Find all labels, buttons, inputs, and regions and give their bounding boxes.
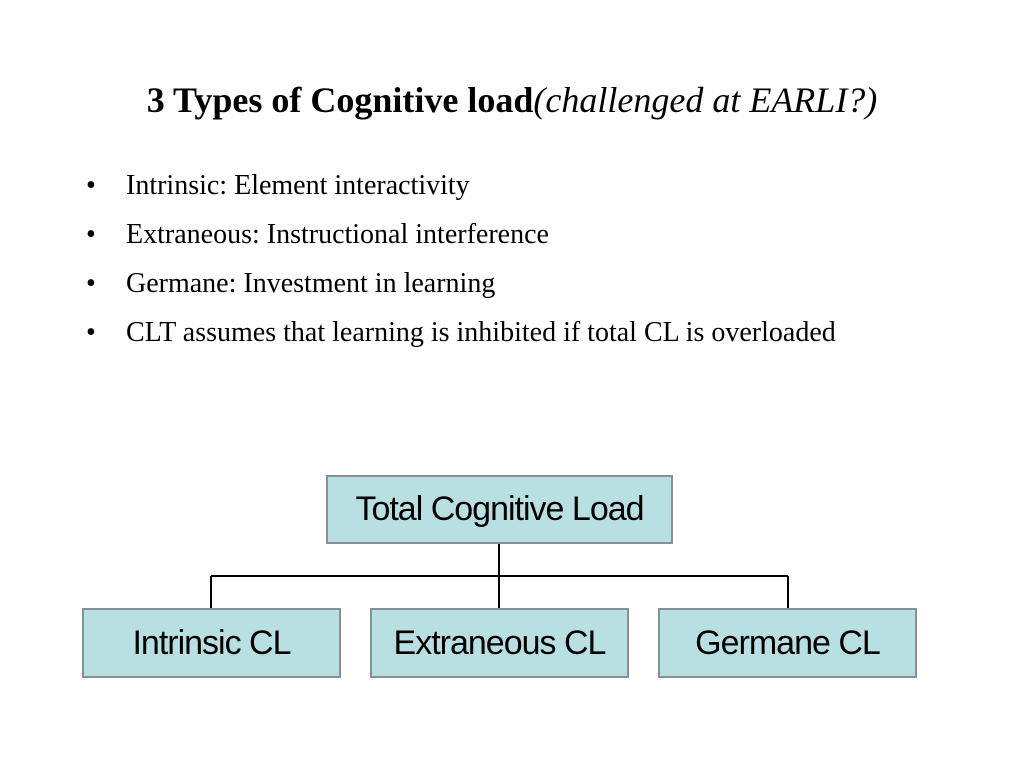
title-italic: (challenged at EARLI?) xyxy=(533,80,878,120)
node-label: Total Cognitive Load xyxy=(355,490,644,528)
title-main: 3 Types of Cognitive load xyxy=(146,80,534,120)
bullet-item: Extraneous: Instructional interference xyxy=(86,215,886,255)
node-label: Extraneous CL xyxy=(393,623,607,662)
bullet-item: Germane: Investment in learning xyxy=(86,264,886,304)
node-germane-cl: Germane CL xyxy=(658,608,917,678)
bullet-item: Intrinsic: Element interactivity xyxy=(86,166,886,206)
node-extraneous-cl: Extraneous CL xyxy=(370,608,629,678)
bullet-list: Intrinsic: Element interactivity Extrane… xyxy=(86,166,886,362)
node-total-cognitive-load: Total Cognitive Load xyxy=(326,475,673,544)
bullet-item: CLT assumes that learning is inhibited i… xyxy=(86,313,886,353)
node-intrinsic-cl: Intrinsic CL xyxy=(82,608,341,678)
slide-title: 3 Types of Cognitive load(challenged at … xyxy=(0,76,1024,124)
node-label: Intrinsic CL xyxy=(132,623,291,662)
node-label: Germane CL xyxy=(695,623,881,662)
